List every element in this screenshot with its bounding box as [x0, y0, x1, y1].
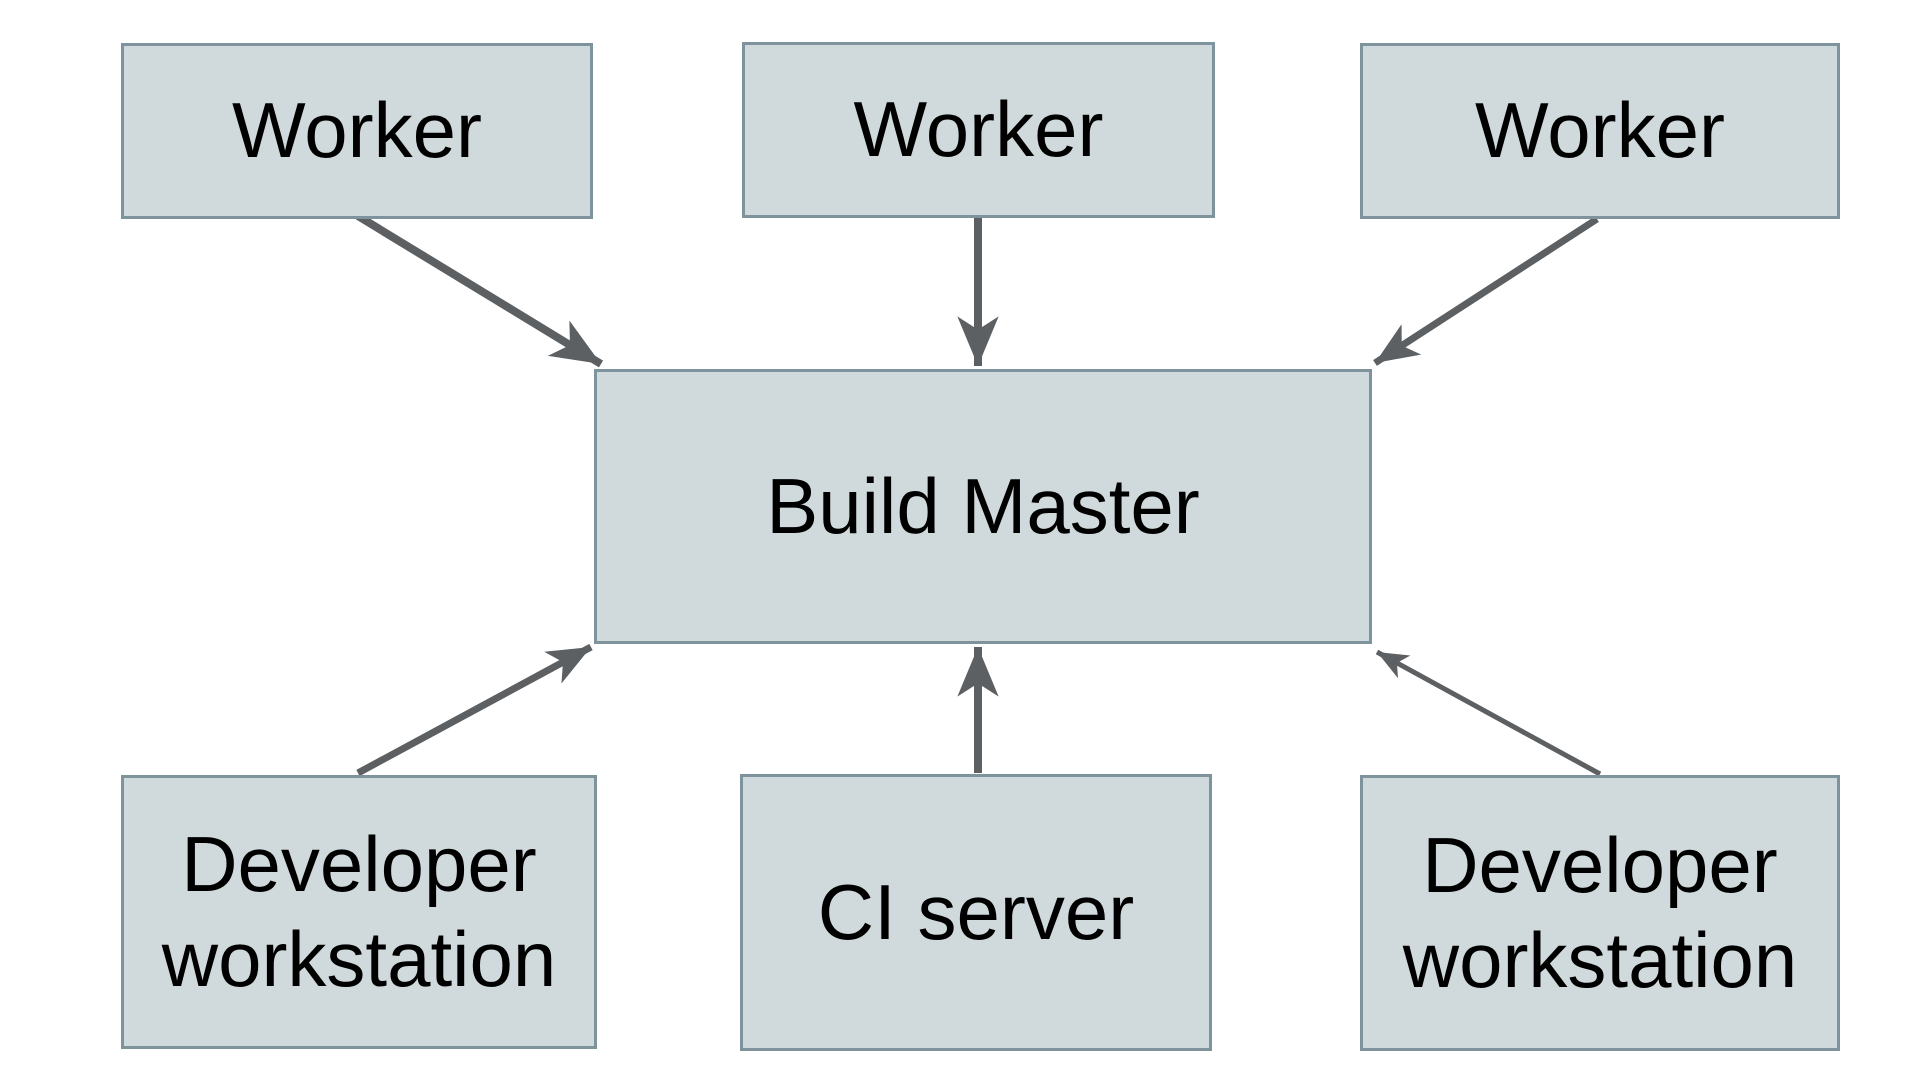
node-worker-1-label: Worker — [232, 86, 482, 175]
node-build-master-label: Build Master — [766, 461, 1200, 550]
node-worker-2-label: Worker — [853, 85, 1104, 174]
arrow-developer-workstation-right-to-build-master — [1375, 649, 1602, 777]
node-developer-workstation-right-label: Developer workstation — [1402, 820, 1798, 1004]
node-worker-1: Worker — [121, 43, 593, 219]
node-build-master: Build Master — [594, 369, 1372, 644]
arrow-worker-3-to-build-master — [1373, 216, 1599, 366]
node-worker-3: Worker — [1360, 43, 1840, 219]
node-developer-workstation-right: Developer workstation — [1360, 775, 1840, 1051]
node-developer-workstation-left: Developer workstation — [121, 775, 597, 1049]
arrow-worker-1-to-build-master — [355, 212, 604, 368]
node-worker-2: Worker — [742, 42, 1215, 218]
arrow-developer-workstation-left-to-build-master — [356, 643, 593, 777]
node-ci-server-label: CI server — [817, 867, 1135, 956]
node-worker-3-label: Worker — [1475, 86, 1725, 175]
node-ci-server: CI server — [740, 774, 1212, 1051]
node-developer-workstation-left-label: Developer workstation — [161, 819, 557, 1003]
